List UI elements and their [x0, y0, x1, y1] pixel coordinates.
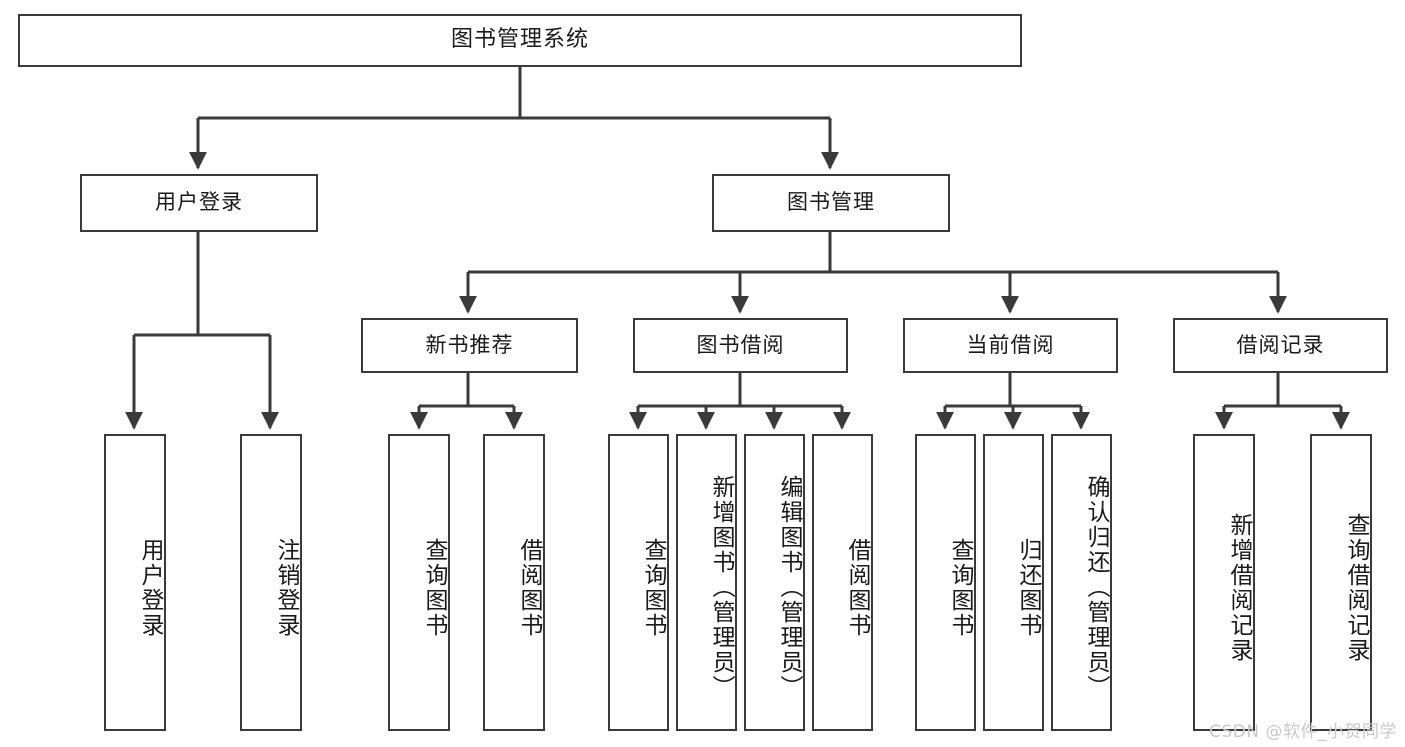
leaf-label: 注销登录 [273, 537, 299, 638]
leaf-label: 查询图书 [947, 537, 973, 638]
leaf-label: 新增借阅记录 [1226, 512, 1252, 663]
leaf-label: 用户登录 [137, 537, 163, 638]
leaf-label: 查询借阅记录 [1343, 512, 1369, 663]
node-leaf-user-login[interactable]: 用户登录 [104, 434, 166, 731]
leaf-label: 查询图书 [640, 537, 666, 638]
node-leaf-logout[interactable]: 注销登录 [240, 434, 302, 731]
node-leaf-edit-book[interactable]: 编辑图书（管理员） [744, 434, 805, 731]
leaf-label: 借阅图书 [516, 537, 542, 638]
leaf-label: 归还图书 [1015, 537, 1041, 638]
leaf-label: 借阅图书 [844, 537, 870, 638]
node-book-manage[interactable]: 图书管理 [712, 174, 950, 232]
node-leaf-add-record[interactable]: 新增借阅记录 [1193, 434, 1255, 731]
node-borrow-record[interactable]: 借阅记录 [1173, 318, 1388, 373]
leaf-label: 编辑图书（管理员） [776, 475, 802, 700]
leaf-label: 确认归还（管理员） [1083, 475, 1109, 700]
watermark: CSDN @软件_小贺同学 [1209, 722, 1397, 742]
node-book-borrow[interactable]: 图书借阅 [633, 318, 848, 373]
node-leaf-query-book-bor[interactable]: 查询图书 [608, 434, 669, 731]
node-current-borrow[interactable]: 当前借阅 [903, 318, 1118, 373]
node-leaf-query-record[interactable]: 查询借阅记录 [1310, 434, 1372, 731]
node-leaf-borrow-book-rec[interactable]: 借阅图书 [483, 434, 545, 731]
node-leaf-return-book[interactable]: 归还图书 [983, 434, 1044, 731]
leaf-label: 新增图书（管理员） [708, 475, 734, 700]
node-leaf-query-book-cur[interactable]: 查询图书 [915, 434, 976, 731]
node-leaf-borrow-book-bor[interactable]: 借阅图书 [812, 434, 873, 731]
node-leaf-query-book-rec[interactable]: 查询图书 [388, 434, 450, 731]
leaf-label: 查询图书 [421, 537, 447, 638]
node-leaf-confirm-return[interactable]: 确认归还（管理员） [1051, 434, 1112, 731]
node-leaf-add-book[interactable]: 新增图书（管理员） [676, 434, 737, 731]
node-root[interactable]: 图书管理系统 [18, 14, 1022, 67]
node-new-book-recommend[interactable]: 新书推荐 [361, 318, 578, 373]
node-user-login[interactable]: 用户登录 [80, 174, 318, 232]
